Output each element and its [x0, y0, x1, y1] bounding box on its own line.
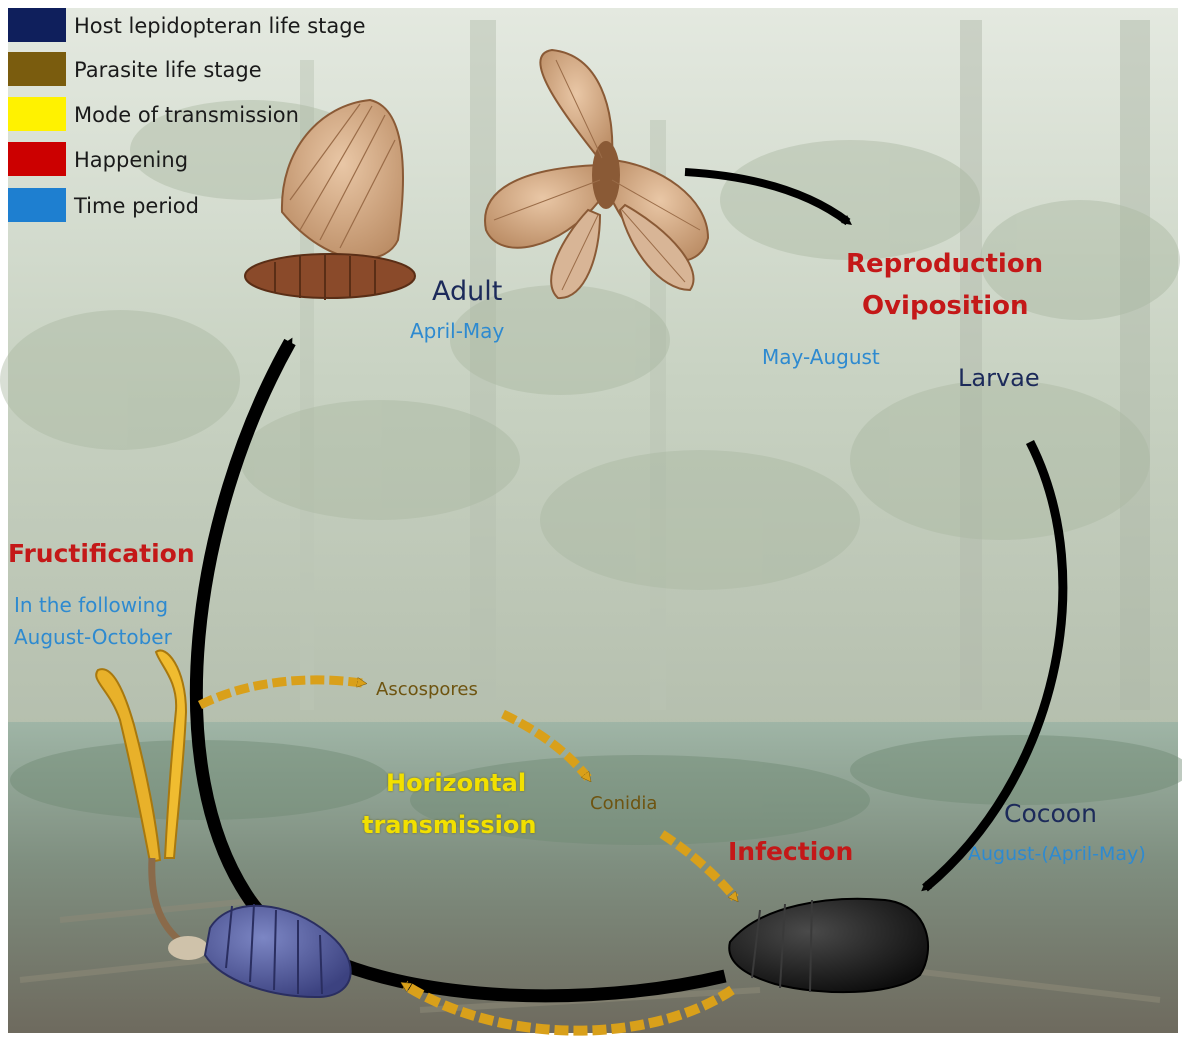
time-reproduction: May-August: [762, 346, 880, 369]
label-conidia: Conidia: [590, 794, 657, 815]
legend-swatch-time: [8, 188, 66, 222]
label-cocoon: Cocoon: [1004, 800, 1097, 829]
time-cocoon: August-(April-May): [968, 844, 1146, 866]
transmission-line2: transmission: [362, 812, 536, 840]
happening-reproduction: Reproduction: [846, 250, 1043, 280]
happening-oviposition: Oviposition: [862, 292, 1029, 322]
legend-swatch-happening: [8, 142, 66, 176]
legend-label-happening: Happening: [74, 148, 188, 172]
label-ascospores: Ascospores: [376, 680, 478, 701]
time-fructification-line2: August-October: [14, 626, 172, 649]
legend-label-parasite: Parasite life stage: [74, 58, 262, 82]
pupa-icon: [729, 899, 928, 992]
label-larvae: Larvae: [958, 365, 1040, 393]
happening-fructification: Fructification: [8, 540, 195, 569]
legend-label-mode: Mode of transmission: [74, 103, 299, 127]
legend-label-host: Host lepidopteran life stage: [74, 14, 366, 38]
label-adult: Adult: [432, 276, 502, 307]
happening-infection: Infection: [728, 838, 853, 867]
legend-label-time: Time period: [74, 194, 199, 218]
legend-swatch-mode: [8, 97, 66, 131]
time-fructification-line1: In the following: [14, 594, 168, 617]
legend-swatch-parasite: [8, 52, 66, 86]
transmission-line1: Horizontal: [386, 770, 526, 798]
legend-swatch-host: [8, 8, 66, 42]
time-adult: April-May: [410, 320, 504, 343]
